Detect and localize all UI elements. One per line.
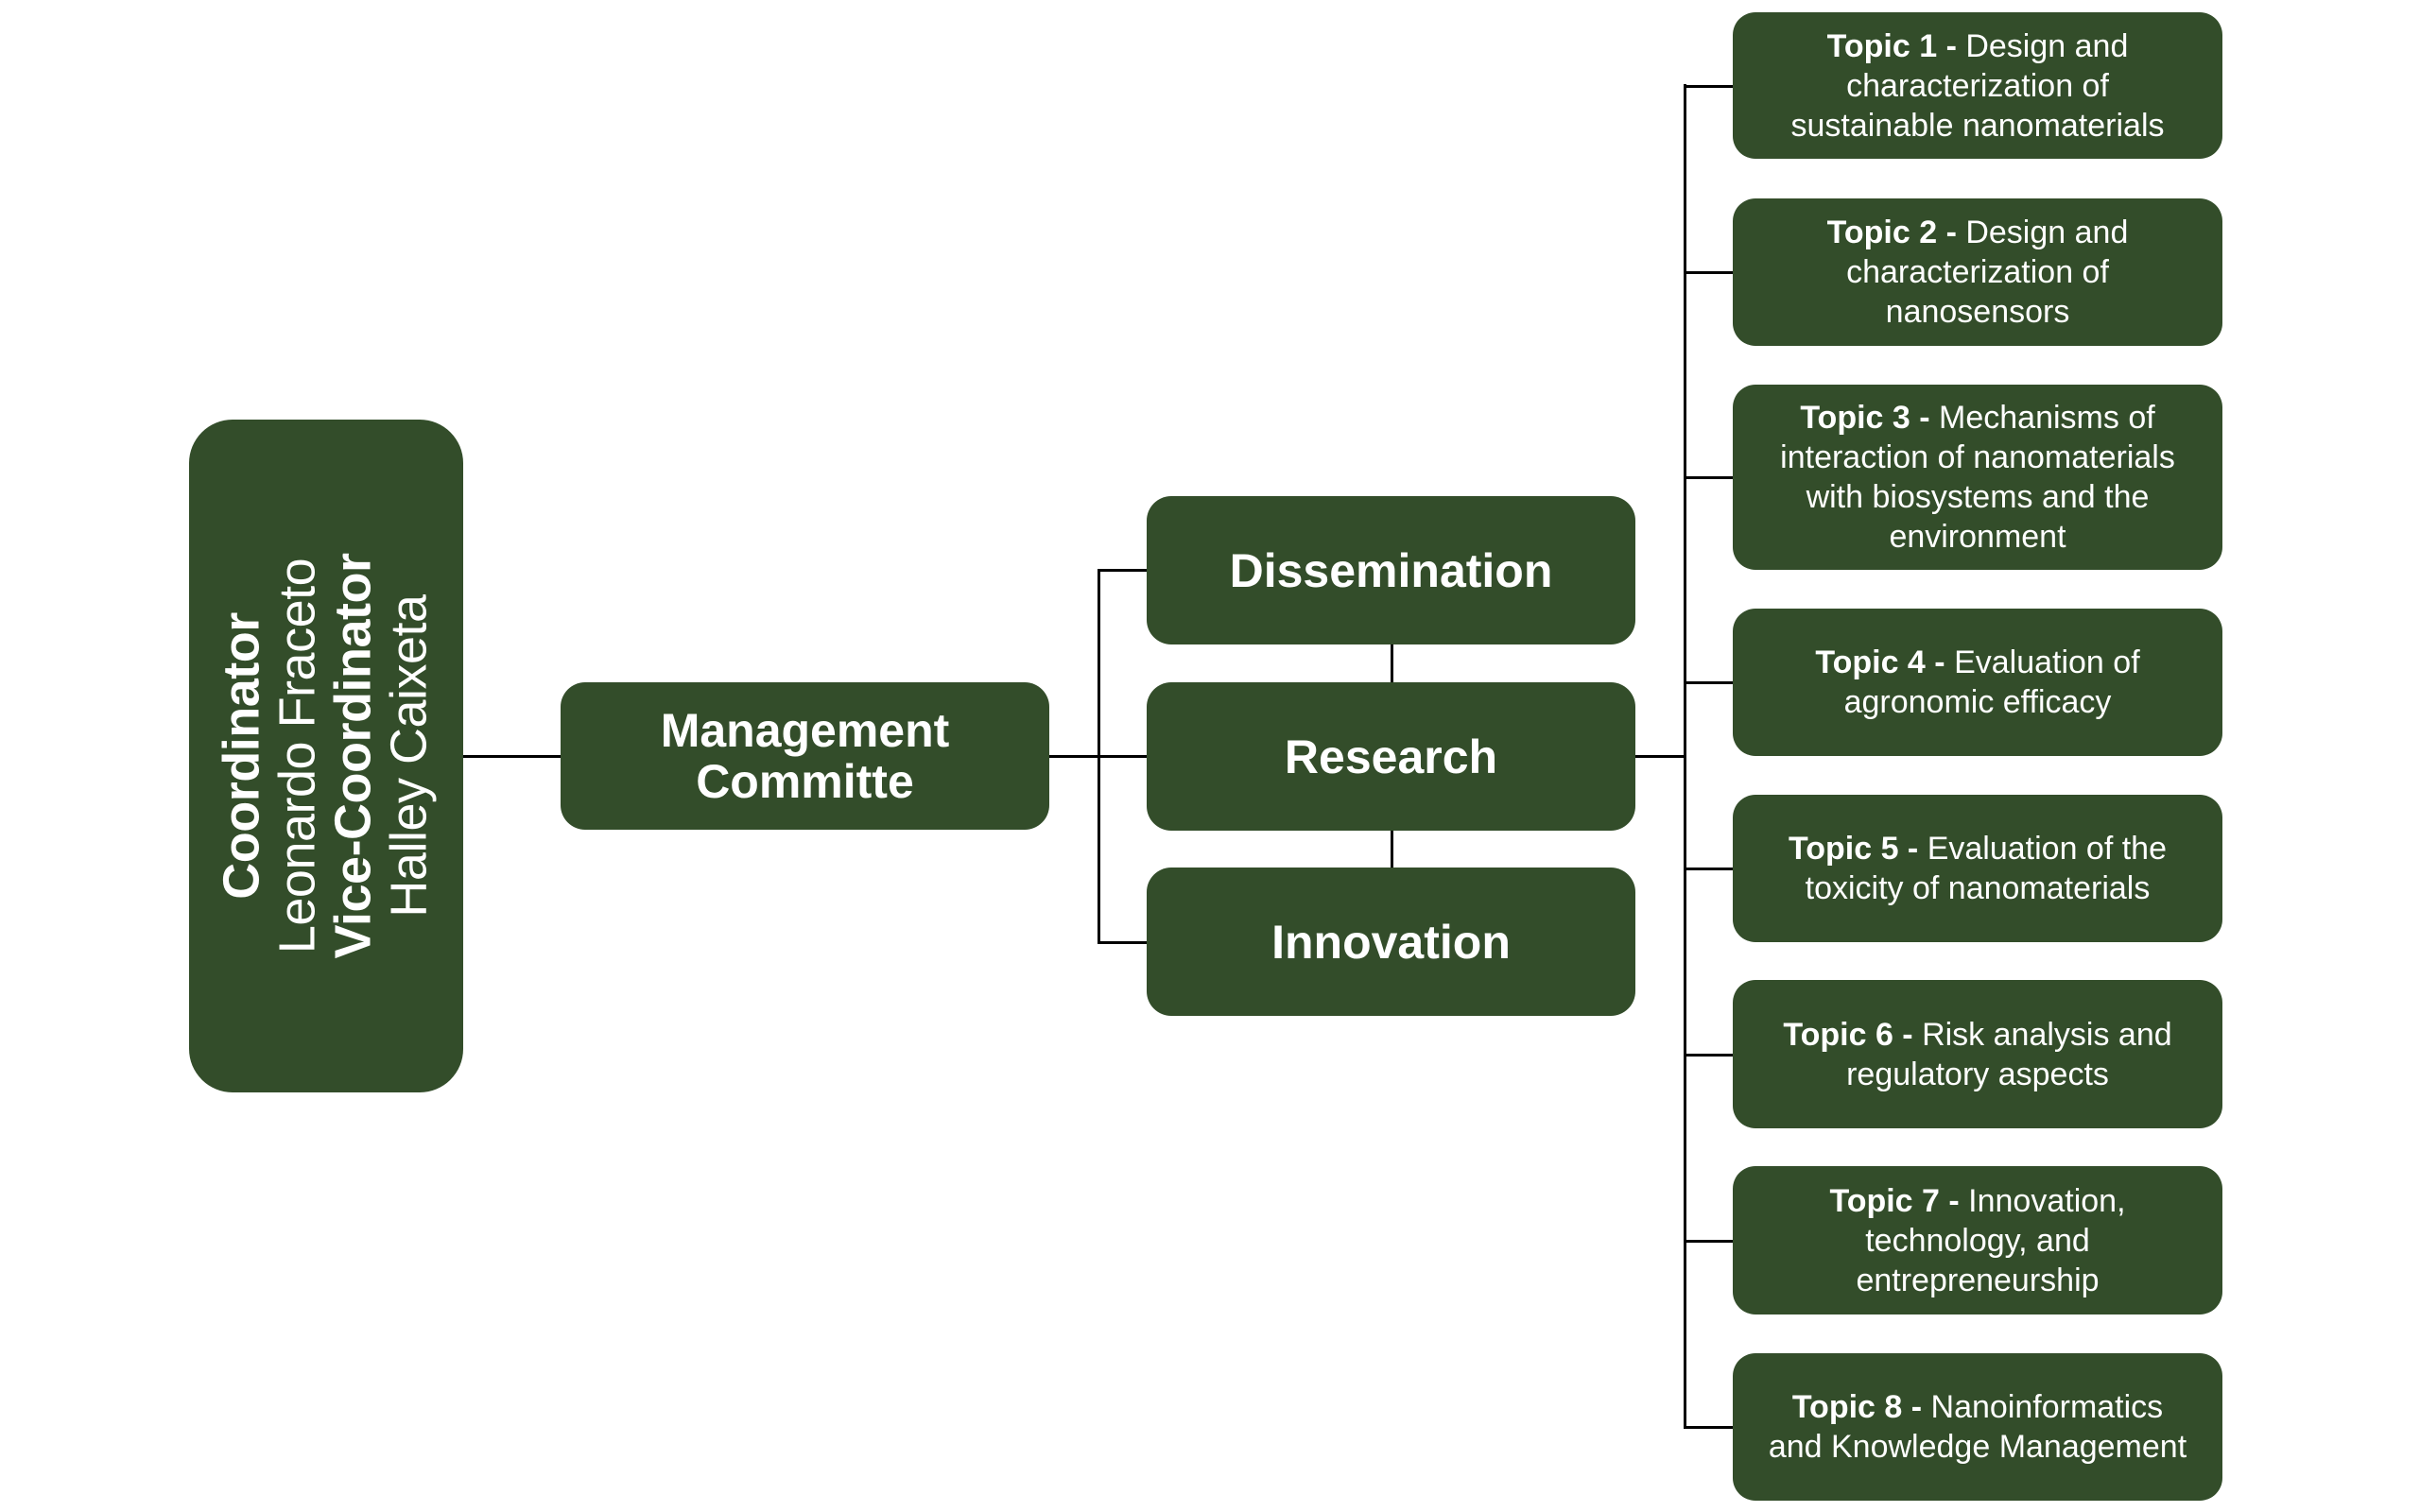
topic-number: Topic 6 - (1783, 1016, 1913, 1053)
topic-number: Topic 5 - (1788, 831, 1919, 867)
connector-research-innovation (1391, 831, 1393, 868)
connector-to-topic-7 (1684, 1240, 1733, 1243)
topic-description-line: entrepreneurship (1856, 1262, 2100, 1298)
topic-description-line: environment (1889, 519, 2066, 555)
topic-description-line: and Knowledge Management (1768, 1429, 2187, 1465)
connector-to-dissemination (1098, 569, 1147, 572)
connector-dissemination-research (1391, 644, 1393, 682)
research-box: Research (1147, 682, 1635, 831)
topic-description-line: characterization of (1846, 67, 2109, 104)
management-label-line2: Committe (696, 755, 914, 808)
connector-to-topic-3 (1684, 476, 1733, 479)
connector-to-topic-6 (1684, 1054, 1733, 1057)
topic-description-line: technology, and (1865, 1222, 2090, 1259)
topic-first-line: Topic 1 - Design and (1827, 26, 2129, 66)
connector-coordinator-management (463, 755, 561, 758)
connector-to-topic-2 (1684, 271, 1733, 274)
topic-description-line: toxicity of nanomaterials (1805, 870, 2151, 906)
topic-number: Topic 3 - (1800, 400, 1930, 436)
topic-description-line: Mechanisms of (1939, 400, 2155, 436)
dissemination-label: Dissemination (1229, 543, 1553, 597)
coordinator-name: Leonardo Fraceto (269, 558, 326, 954)
topic-description-line: interaction of nanomaterials (1780, 439, 2175, 475)
management-committee-box: Management Committe (561, 682, 1049, 830)
topic-description-line: Design and (1965, 215, 2129, 250)
topic-first-line: Topic 8 - Nanoinformatics (1792, 1387, 2163, 1427)
connector-areas-trunk (1098, 569, 1100, 944)
topic-description-line: regulatory aspects (1846, 1056, 2109, 1092)
topic-description-line: nanosensors (1885, 294, 2070, 330)
topic-first-line: Topic 7 - Innovation, (1829, 1181, 2125, 1221)
research-label: Research (1284, 730, 1498, 783)
topic-number: Topic 2 - (1826, 215, 1957, 250)
connector-to-topic-1 (1684, 85, 1733, 88)
topic-description-line: sustainable nanomaterials (1790, 107, 2165, 144)
dissemination-box: Dissemination (1147, 496, 1635, 644)
topic-first-line: Topic 6 - Risk analysis and (1783, 1015, 2171, 1055)
connector-to-topic-8 (1684, 1426, 1733, 1429)
coordinator-title: Coordinator (214, 612, 270, 900)
connector-to-topic-5 (1684, 868, 1733, 870)
topic-first-line: Topic 4 - Evaluation of (1815, 643, 2139, 682)
connector-topics-trunk (1684, 84, 1686, 1429)
topic-description-line: with biosystems and the (1806, 479, 2150, 515)
topic-description-line: Nanoinformatics (1930, 1389, 2164, 1425)
vice-coordinator-name: Halley Caixeta (381, 594, 438, 918)
management-label-line1: Management (660, 704, 950, 757)
innovation-box: Innovation (1147, 868, 1635, 1016)
topic-description-line: Evaluation of (1954, 644, 2140, 680)
topic-first-line: Topic 5 - Evaluation of the (1789, 829, 2167, 868)
topic-description-line: Design and (1965, 27, 2129, 64)
topic-description-line: Evaluation of the (1927, 831, 2167, 867)
topic-first-line: Topic 3 - Mechanisms of (1800, 398, 2154, 438)
topic-description-line: Innovation, (1968, 1182, 2126, 1219)
topic-description-line: agronomic efficacy (1843, 684, 2112, 720)
coordinator-box: Coordinator Leonardo Fraceto Vice-Coordi… (189, 420, 463, 1092)
topic-number: Topic 8 - (1791, 1389, 1923, 1425)
connector-to-topic-4 (1684, 681, 1733, 684)
innovation-label: Innovation (1271, 915, 1511, 969)
topic-first-line: Topic 2 - Design and (1827, 213, 2129, 252)
coordinator-text: Coordinator Leonardo Fraceto Vice-Coordi… (214, 553, 438, 959)
vice-coordinator-title: Vice-Coordinator (325, 553, 382, 959)
topic-description-line: Risk analysis and (1922, 1016, 2172, 1053)
topic-number: Topic 4 - (1815, 644, 1945, 680)
topic-number: Topic 1 - (1826, 27, 1957, 64)
topic-number: Topic 7 - (1829, 1182, 1960, 1219)
connector-research-topics (1635, 755, 1685, 758)
connector-to-innovation (1098, 941, 1147, 944)
topic-description-line: characterization of (1846, 254, 2109, 290)
